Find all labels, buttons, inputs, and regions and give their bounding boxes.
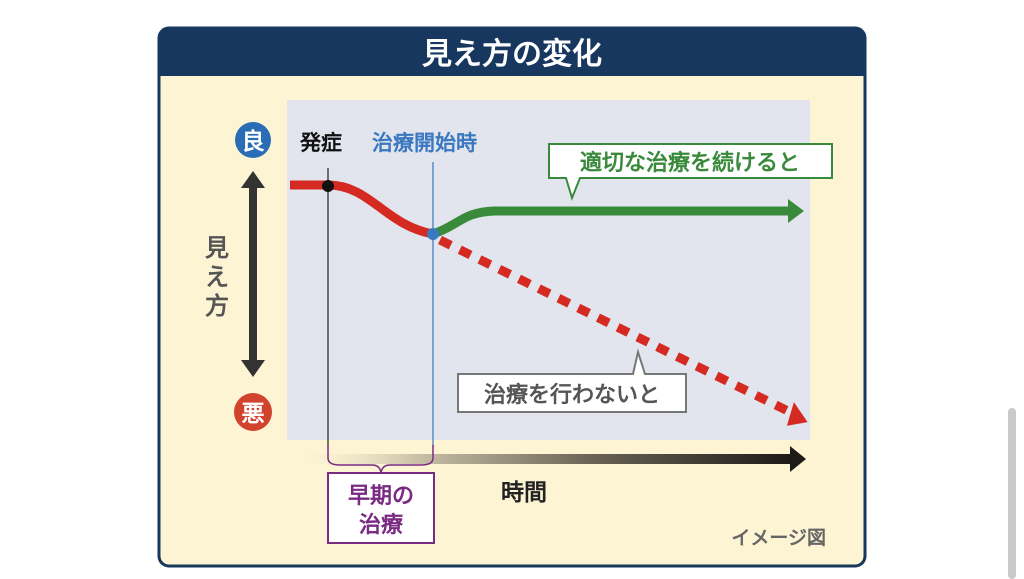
early-treatment-line-2: 治療: [359, 512, 403, 538]
with-treatment-callout: [548, 143, 833, 202]
time-axis-bar: [290, 454, 790, 464]
time-arrowhead-icon: [790, 446, 806, 472]
vision-label-2: え: [205, 263, 229, 291]
vision-label-1: 見: [205, 234, 229, 262]
without-treatment-text: 治療を行わないと: [484, 382, 660, 408]
onset-dot: [322, 180, 334, 192]
treatment-start-dot: [427, 228, 439, 240]
good-badge: [235, 122, 271, 158]
bad-label: 悪: [242, 401, 265, 427]
onset-label: 発症: [299, 131, 342, 155]
treated-arrowhead-icon: [788, 199, 804, 223]
treated-line: [431, 206, 790, 239]
with-treatment-text: 適切な治療を続けると: [580, 150, 800, 176]
early-treatment-line-1: 早期の: [348, 484, 414, 509]
bad-badge: [234, 393, 272, 431]
image-note: イメージ図: [731, 527, 826, 549]
without-treatment-callout: [457, 348, 687, 413]
time-label: 時間: [501, 480, 547, 506]
early-treatment-box: [327, 472, 435, 544]
untreated-arrowhead-icon: [786, 402, 808, 426]
good-label: 良: [242, 128, 265, 155]
diagram-title: 見え方の変化: [422, 37, 602, 72]
treatment-start-label: 治療開始時: [372, 131, 477, 155]
scrollbar[interactable]: [1008, 408, 1016, 579]
header-band: [159, 28, 865, 76]
vertical-double-arrow-icon: [241, 171, 265, 377]
vision-label-3: 方: [205, 292, 229, 320]
